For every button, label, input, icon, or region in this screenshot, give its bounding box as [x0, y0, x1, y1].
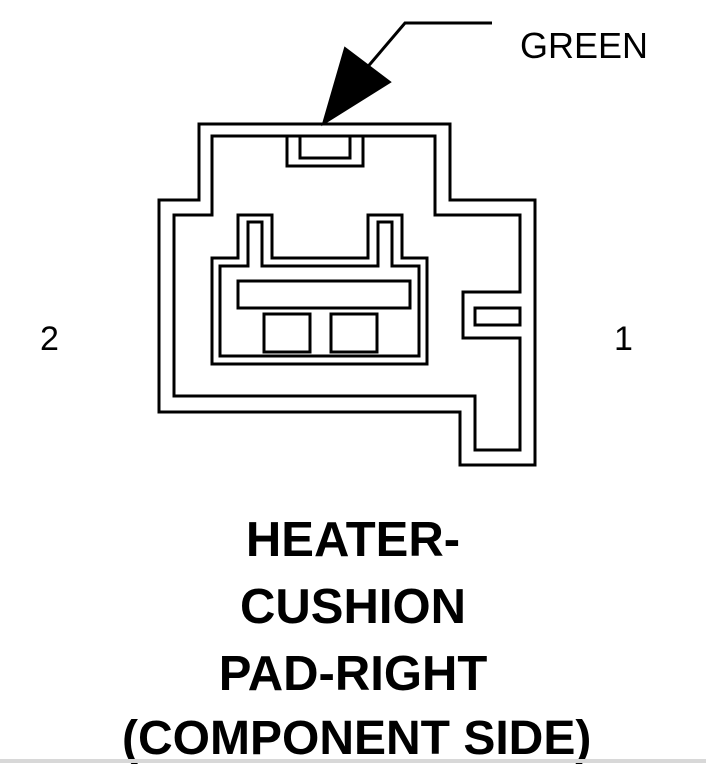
locking-latch-inner — [298, 134, 352, 160]
title-line-3: PAD-RIGHT — [218, 647, 488, 701]
terminal-block-outer — [210, 213, 429, 366]
keying-notch — [473, 306, 522, 327]
terminal-cavity-2 — [262, 312, 312, 354]
pin-number-1: 1 — [614, 320, 633, 358]
pin-number-2: 2 — [40, 320, 59, 358]
callout-arrowhead — [321, 46, 392, 127]
terminal-retainer-bar — [236, 279, 412, 310]
connector-housing-inner — [172, 134, 522, 452]
terminal-cavity-1 — [329, 312, 379, 354]
callout-leader-line — [363, 21, 492, 71]
title-line-2: CUSHION — [240, 580, 466, 634]
locking-latch — [285, 136, 365, 168]
terminal-block-inner — [218, 220, 421, 358]
wire-color-label: GREEN — [520, 25, 649, 66]
title-line-1: HEATER- — [245, 513, 461, 567]
connector-housing-outer — [157, 122, 537, 467]
title-line-4: (COMPONENT SIDE) — [122, 712, 592, 765]
callout-leader — [321, 21, 492, 127]
bottom-divider — [0, 759, 706, 763]
